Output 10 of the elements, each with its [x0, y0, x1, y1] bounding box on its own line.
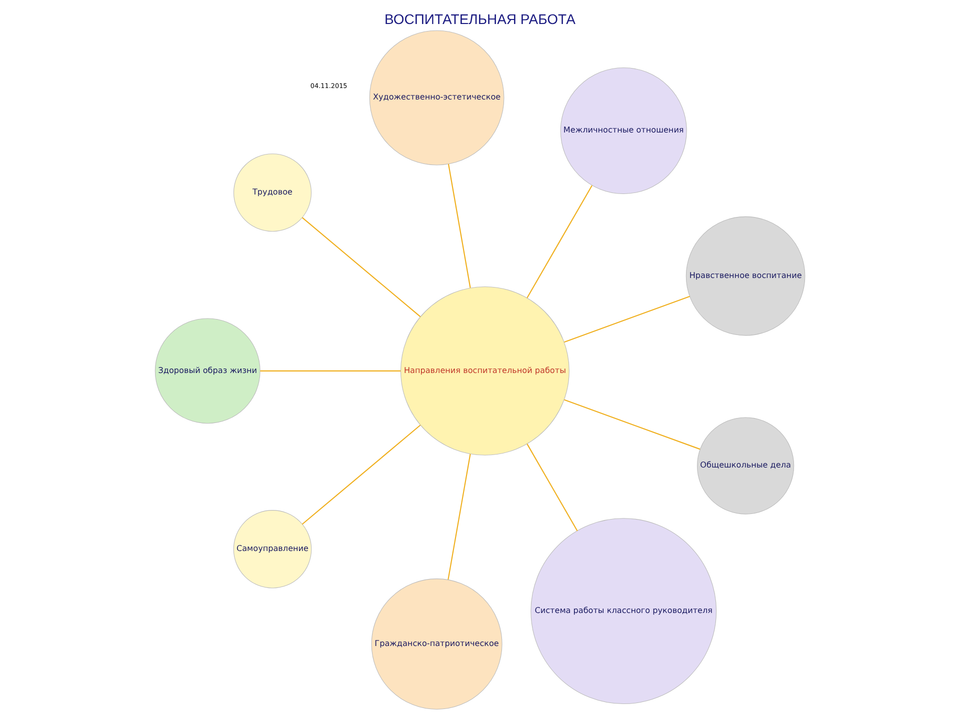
connector	[448, 454, 471, 580]
connector	[564, 296, 690, 343]
diagram-title: ВОСПИТАТЕЛЬНАЯ РАБОТА	[384, 11, 576, 28]
connector	[526, 444, 578, 532]
connector	[564, 399, 700, 450]
connector	[526, 185, 592, 298]
connector	[260, 370, 401, 372]
connector	[302, 424, 421, 525]
connector	[448, 164, 471, 288]
connector	[302, 217, 421, 318]
